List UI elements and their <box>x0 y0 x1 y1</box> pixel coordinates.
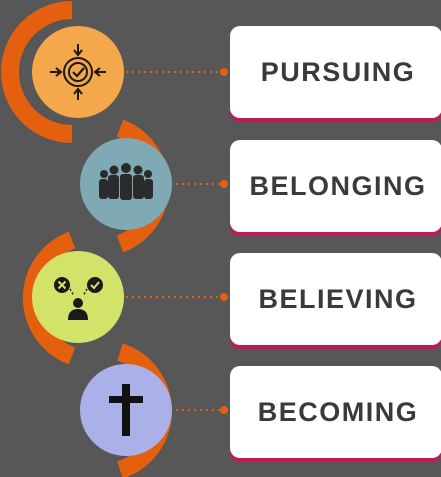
step-label: BECOMING <box>257 396 419 427</box>
step-card-belonging: BELONGING <box>230 140 441 232</box>
decision-person-icon <box>54 277 103 320</box>
step-card-believing: BELIEVING <box>230 253 441 345</box>
step-circle-3 <box>80 364 172 456</box>
connector-dot-1 <box>220 180 228 188</box>
step-label: BELONGING <box>249 170 427 201</box>
connector-dot-3 <box>220 406 228 414</box>
step-card-becoming: BECOMING <box>230 366 441 458</box>
group-people-icon <box>99 163 153 200</box>
step-circle-1 <box>80 138 172 230</box>
connector-dot-2 <box>220 293 228 301</box>
step-label: PURSUING <box>260 56 416 87</box>
step-card-pursuing: PURSUING <box>230 26 441 118</box>
step-circle-0 <box>32 26 124 118</box>
ribbon-path <box>1 1 172 477</box>
step-circle-2 <box>32 251 124 343</box>
step-label: BELIEVING <box>258 283 418 314</box>
target-icon <box>50 44 106 100</box>
connector-dot-0 <box>220 68 228 76</box>
cross-icon <box>109 384 143 436</box>
connectors <box>126 68 228 414</box>
